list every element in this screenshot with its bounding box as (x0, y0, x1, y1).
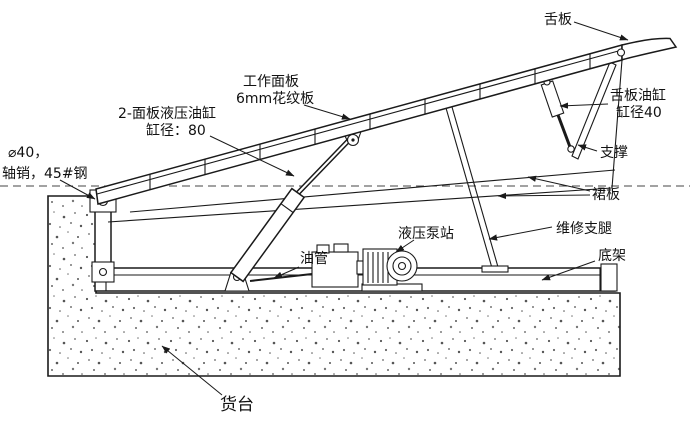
label-base-frame: 底架 (598, 248, 626, 264)
leader-pump-station (395, 239, 415, 253)
label-dock-platform: 货台 (220, 395, 254, 415)
hinge-column (89, 189, 117, 283)
label-lip-cylinder-1: 舌板油缸 (610, 87, 666, 104)
label-axle-pin-2: 轴销，45#钢 (2, 166, 88, 182)
leader-support (577, 144, 598, 152)
leader-axle-pin (59, 179, 96, 200)
oil-tank (311, 251, 359, 288)
lip-cylinder-shape (540, 78, 575, 153)
leader-lip-cylinder (559, 102, 609, 109)
maintenance-leg-shape (445, 106, 509, 273)
label-oil-pipe: 油管 (300, 251, 328, 267)
leader-panel-cylinder (209, 135, 295, 177)
leader-skirt-b (497, 192, 591, 200)
support-strut-shape (571, 61, 617, 160)
label-support: 支撑 (600, 145, 628, 161)
label-work-panel-1: 工作面板 (243, 74, 299, 90)
leader-oil-pipe (273, 266, 300, 279)
labels: 舌板 工作面板 6mm花纹板 2-面板液压油缸 缸径：80 ⌀40， 轴销，45… (2, 12, 666, 415)
leader-work-panel (303, 104, 351, 120)
pump-station-shape (311, 243, 423, 292)
main-cylinder-shape (224, 131, 362, 292)
label-panel-cylinder-2: 缸径：80 (146, 122, 206, 139)
label-work-panel-2: 6mm花纹板 (236, 91, 314, 107)
label-skirt-plate: 裙板 (592, 187, 620, 203)
label-axle-pin-1: ⌀40， (8, 145, 48, 161)
label-panel-cylinder-1: 2-面板液压油缸 (118, 105, 216, 122)
leader-lines (59, 21, 629, 396)
lip-plate-shape (616, 37, 678, 62)
label-lip-plate: 舌板 (544, 12, 572, 28)
leader-dock (161, 345, 223, 396)
deck-tick-marks (149, 53, 591, 190)
lip-hinge-pin (616, 48, 626, 57)
leader-skirt-a (527, 175, 591, 192)
label-maintenance-leg: 维修支腿 (556, 221, 612, 237)
label-lip-cylinder-2: 缸径40 (616, 104, 662, 121)
leader-lip-plate (573, 21, 629, 41)
leader-maintenance-leg (488, 226, 553, 241)
label-pump-station: 液压泵站 (398, 226, 454, 242)
leader-base-frame (541, 260, 596, 281)
